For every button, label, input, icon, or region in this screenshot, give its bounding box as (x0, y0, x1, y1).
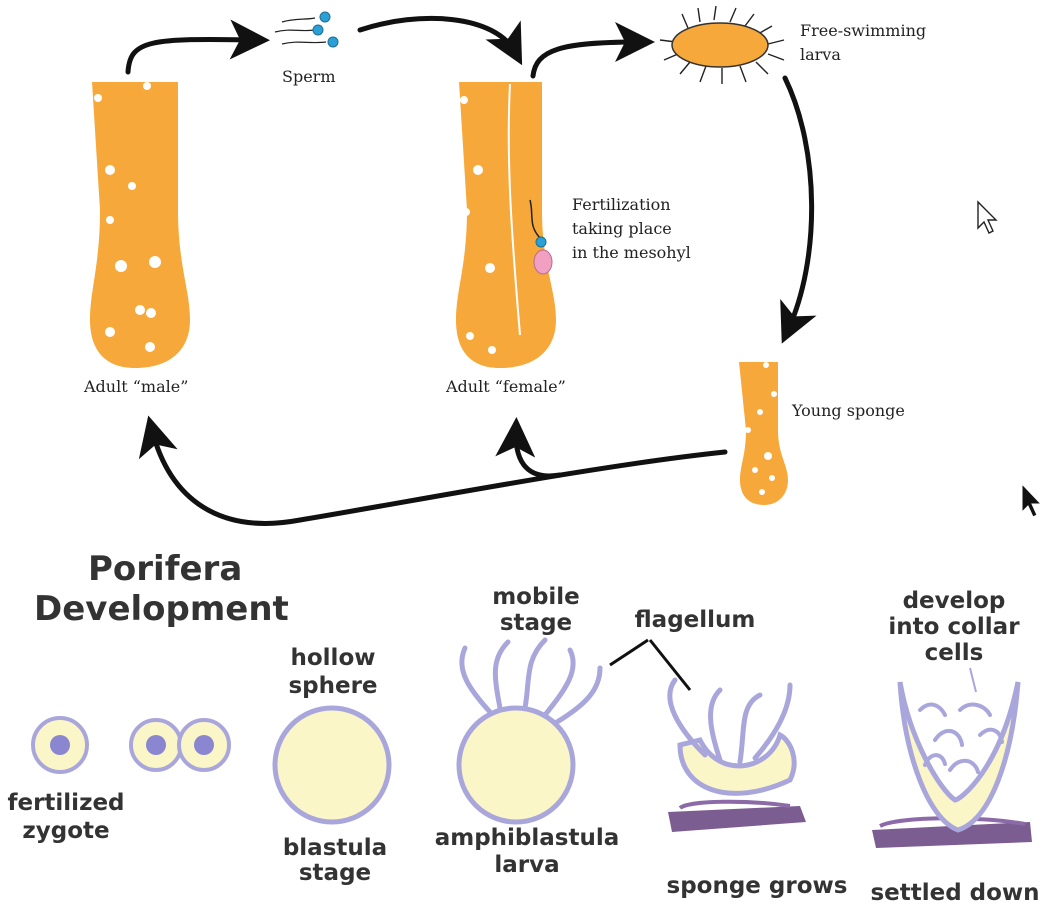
hollow-sphere-label-line-2: sphere (288, 673, 377, 699)
sponge-grows-label: sponge grows (667, 873, 848, 899)
flagellum-label: flagellum (635, 607, 756, 633)
hollow-sphere-label-line-1: hollow (291, 645, 376, 671)
mobile-stage-label-line-2: stage (500, 610, 572, 636)
collar-cells-label-line-2: into collar (888, 614, 1020, 640)
arrow-cursor-icon (977, 200, 998, 234)
settled-down-stage (872, 667, 1032, 848)
development-title-line-1: Porifera (88, 549, 242, 589)
young-sponge (739, 362, 788, 505)
fertilization-label-line-1: Fertilization (572, 195, 671, 214)
amphiblastula-larva (456, 637, 603, 825)
fertilization-label-line-2: taking place (572, 219, 672, 238)
amphiblastula-label-line-2: larva (494, 852, 559, 878)
mobile-stage-label-line-1: mobile (492, 584, 580, 610)
adult-male-label: Adult “male” (83, 377, 188, 396)
adult-male-sponge (90, 82, 190, 368)
adult-female-label: Adult “female” (445, 377, 566, 396)
blastula-label-line-1: blastula (283, 835, 387, 861)
larva-label-line-2: larva (800, 45, 841, 64)
sperm-label: Sperm (282, 67, 336, 86)
zygote-label-line-2: zygote (22, 818, 109, 844)
collar-cells-label-line-1: develop (903, 588, 1006, 614)
free-swimming-larva (659, 5, 785, 84)
settled-down-label: settled down (870, 880, 1039, 906)
collar-cells-label-line-3: cells (925, 640, 984, 666)
young-sponge-label: Young sponge (791, 401, 905, 420)
amphiblastula-label-line-1: amphiblastula (435, 825, 620, 851)
development-title-line-2: Development (34, 589, 289, 629)
flagellum-pointer-lines (609, 638, 692, 691)
sperm-cells (274, 11, 339, 48)
zygote-single-cell (31, 716, 89, 774)
larva-label-line-1: Free-swimming (800, 21, 926, 40)
zygote-two-cells (129, 718, 231, 772)
life-cycle-arrows (125, 15, 817, 526)
blastula-sphere (272, 705, 392, 825)
arrow-cursor-icon (1021, 482, 1043, 518)
zygote-label-line-1: fertilized (7, 790, 124, 816)
blastula-label-line-2: stage (299, 860, 371, 886)
sponge-grows-stage (667, 677, 806, 832)
fertilization-label-line-3: in the mesohyl (572, 243, 691, 262)
adult-female-sponge (456, 82, 556, 368)
